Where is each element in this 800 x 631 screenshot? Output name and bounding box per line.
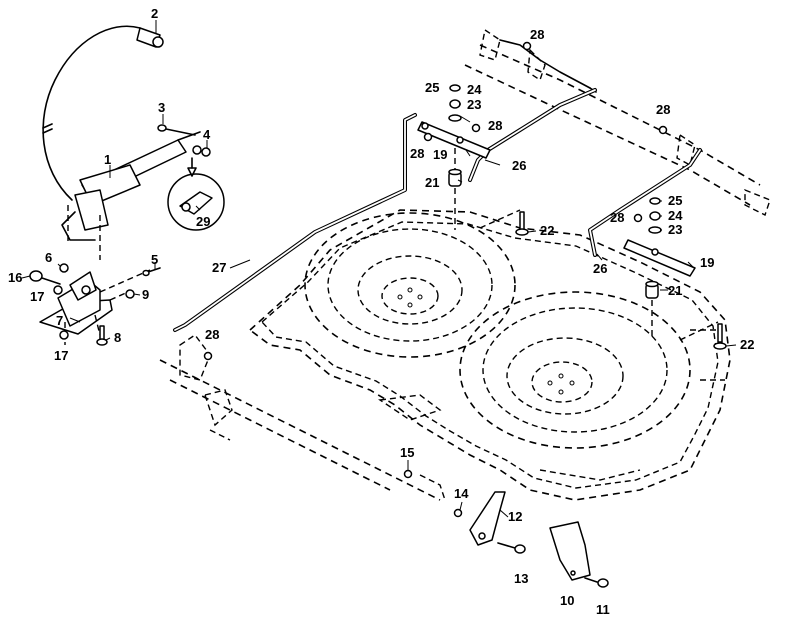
nut-9 [125, 289, 135, 299]
bolt-13 [497, 542, 526, 554]
callout-1: 1 [104, 152, 111, 167]
rod-26-right [588, 148, 702, 257]
callout-15: 15 [400, 445, 414, 460]
callout-12: 12 [508, 509, 522, 524]
callout-28-c: 28 [488, 118, 502, 133]
callout-26-left: 26 [512, 158, 526, 173]
callout-22-left: 22 [540, 223, 554, 238]
washer-14 [453, 508, 463, 518]
washer-6 [59, 263, 69, 273]
nut-28-b [658, 125, 668, 135]
nut-28-d [423, 132, 433, 142]
callout-8: 8 [114, 330, 121, 345]
callout-23-left: 23 [467, 97, 481, 112]
bolt-22-left [479, 209, 529, 236]
leader-lines [21, 20, 737, 518]
nut-15 [403, 469, 413, 479]
nut-4 [201, 147, 211, 157]
spacer-21-right [645, 280, 659, 299]
deck-hanger-bracket [159, 334, 441, 501]
callout-24-right: 24 [668, 208, 683, 223]
callout-28-b: 28 [656, 102, 670, 117]
lift-link-19-left [417, 121, 491, 230]
callout-10: 10 [560, 593, 574, 608]
mower-deck [248, 209, 731, 501]
callout-9: 9 [142, 287, 149, 302]
callout-5: 5 [151, 252, 158, 267]
nut-17-upper [53, 285, 63, 295]
nut-17-lower [59, 330, 69, 340]
callout-labels: 1 2 3 4 5 6 7 8 9 10 11 12 13 14 15 16 1… [8, 6, 754, 617]
callout-23-right: 23 [668, 222, 682, 237]
callout-21-right: 21 [668, 283, 682, 298]
bolt-8 [96, 325, 108, 346]
callout-2: 2 [151, 6, 158, 21]
callout-28-d: 28 [410, 146, 424, 161]
bolt-11 [584, 577, 609, 588]
bracket-10 [549, 521, 591, 581]
callout-17-upper: 17 [30, 289, 44, 304]
washer-stack-right [648, 197, 662, 234]
callout-22-right: 22 [740, 337, 754, 352]
clevis-pin-29-inset [167, 157, 225, 231]
callout-4: 4 [203, 127, 211, 142]
bolt-22-right [679, 321, 727, 350]
wire-harness [42, 25, 164, 201]
nut-28-e [633, 213, 643, 223]
nut-28-f [203, 351, 213, 361]
callout-14: 14 [454, 486, 469, 501]
lift-rod-27 [173, 113, 417, 332]
washer-stack-left [448, 84, 462, 122]
linear-actuator-1 [61, 131, 202, 260]
callout-28-a: 28 [530, 27, 544, 42]
nut-28-c [471, 123, 481, 133]
callout-21-left: 21 [425, 175, 439, 190]
rear-hanger [464, 28, 771, 216]
callout-19-left: 19 [433, 147, 447, 162]
callout-24-left: 24 [467, 82, 482, 97]
callout-13: 13 [514, 571, 528, 586]
rod-26-left [468, 88, 597, 182]
clevis-pin-16 [29, 270, 61, 285]
callout-27: 27 [212, 260, 226, 275]
callout-25-left: 25 [425, 80, 439, 95]
callout-25-right: 25 [668, 193, 682, 208]
callout-3: 3 [158, 100, 165, 115]
callout-17-lower: 17 [54, 348, 68, 363]
callout-7: 7 [56, 313, 63, 328]
nut-28-a [522, 41, 532, 51]
spacer-21-left [448, 168, 462, 187]
bolt-3 [157, 124, 196, 136]
callout-16: 16 [8, 270, 22, 285]
callout-11: 11 [596, 602, 610, 617]
lift-link-19-right [623, 239, 696, 340]
callout-6: 6 [45, 250, 52, 265]
bolt-5 [142, 267, 161, 277]
callout-28-f: 28 [205, 327, 219, 342]
callout-26-right: 26 [593, 261, 607, 276]
callout-29: 29 [196, 214, 210, 229]
callout-28-e: 28 [610, 210, 624, 225]
actuator-bracket-7 [39, 269, 151, 345]
callout-19-right: 19 [700, 255, 714, 270]
